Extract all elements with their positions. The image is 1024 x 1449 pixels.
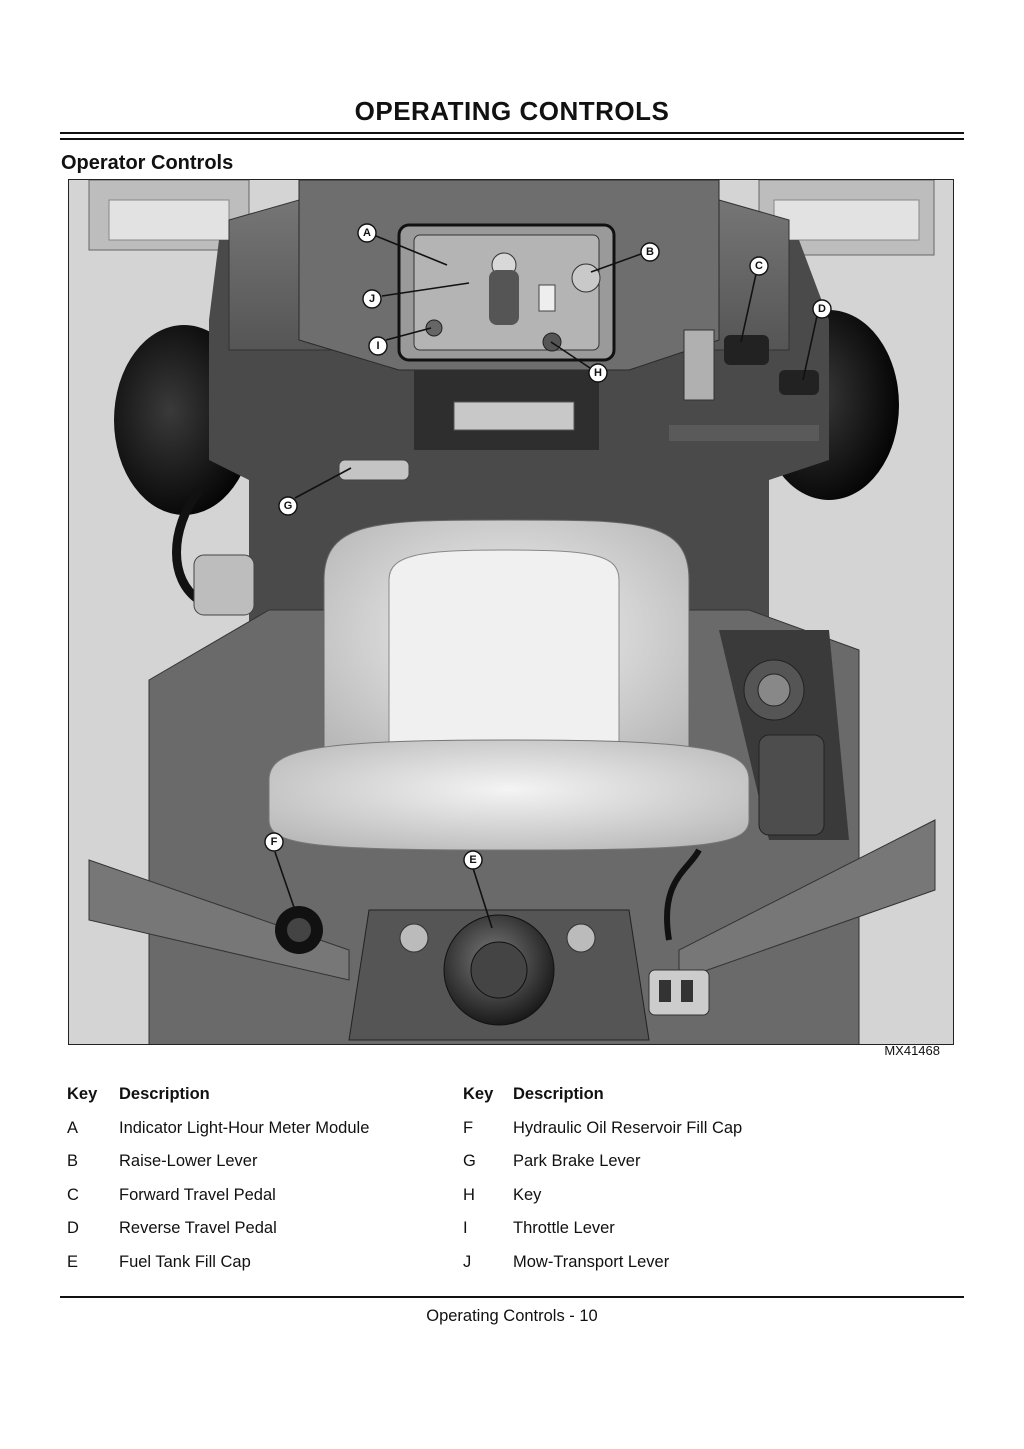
row-key: C	[67, 1185, 79, 1204]
svg-text:F: F	[271, 836, 278, 848]
deck-left	[88, 180, 250, 251]
row-description: Forward Travel Pedal	[119, 1185, 276, 1204]
table-row: D Reverse Travel Pedal I Throttle Lever	[60, 1212, 813, 1246]
mower-illustration: A B C D E F G H I J	[68, 179, 954, 1045]
svg-text:C: C	[755, 260, 763, 272]
row-key: E	[67, 1252, 79, 1271]
callout-i: I	[368, 336, 388, 356]
section-heading: Operator Controls	[61, 152, 234, 174]
row-description: Raise-Lower Lever	[119, 1152, 258, 1171]
header-key-left: Key	[67, 1085, 98, 1104]
svg-text:A: A	[363, 227, 371, 239]
key-table: Key Description Key Description A Indica…	[60, 1078, 813, 1279]
callout-h: H	[588, 363, 608, 383]
svg-text:I: I	[376, 340, 379, 352]
row-key: F	[463, 1118, 474, 1137]
callout-d: D	[812, 299, 832, 319]
row-description: Indicator Light-Hour Meter Module	[119, 1118, 370, 1137]
svg-text:H: H	[594, 367, 602, 379]
row-description: Park Brake Lever	[513, 1152, 641, 1171]
table-row: B Raise-Lower Lever G Park Brake Lever	[60, 1145, 813, 1179]
row-key: G	[463, 1152, 476, 1171]
callout-e: E	[463, 850, 483, 870]
row-description: Reverse Travel Pedal	[119, 1219, 277, 1238]
key-table-header: Key Description Key Description	[60, 1078, 813, 1112]
callout-g: G	[278, 496, 298, 516]
seat-cushion	[268, 739, 750, 851]
row-key: J	[463, 1252, 472, 1271]
footer-rule	[60, 1296, 964, 1298]
row-key: B	[67, 1152, 79, 1171]
row-key: D	[67, 1219, 79, 1238]
row-description: Fuel Tank Fill Cap	[119, 1252, 251, 1271]
header-description-right: Description	[513, 1085, 604, 1104]
svg-text:E: E	[469, 854, 476, 866]
svg-text:B: B	[646, 246, 654, 258]
svg-text:D: D	[818, 303, 826, 315]
svg-text:J: J	[369, 293, 375, 305]
table-row: A Indicator Light-Hour Meter Module F Hy…	[60, 1112, 813, 1146]
callout-f: F	[264, 832, 284, 852]
callout-j: J	[362, 289, 382, 309]
row-description: Hydraulic Oil Reservoir Fill Cap	[513, 1118, 743, 1137]
title-rule-secondary	[60, 138, 964, 140]
callout-leaders	[274, 235, 818, 929]
svg-text:G: G	[284, 500, 293, 512]
callout-b: B	[640, 242, 660, 262]
page-title: OPERATING CONTROLS	[354, 96, 670, 126]
header-key-right: Key	[463, 1085, 494, 1104]
table-row: C Forward Travel Pedal H Key	[60, 1179, 813, 1213]
page-footer: Operating Controls - 10	[426, 1307, 598, 1325]
row-description: Key	[513, 1185, 542, 1204]
callout-a: A	[357, 223, 377, 243]
title-rule	[60, 132, 964, 134]
row-description: Throttle Lever	[513, 1219, 615, 1238]
header-description-left: Description	[119, 1085, 210, 1104]
callout-c: C	[749, 256, 769, 276]
figure-code: MX41468	[884, 1043, 940, 1058]
row-description: Mow-Transport Lever	[513, 1252, 670, 1271]
row-key: I	[463, 1219, 468, 1238]
deck-right	[758, 180, 935, 256]
table-row: E Fuel Tank Fill Cap J Mow-Transport Lev…	[60, 1246, 813, 1280]
row-key: H	[463, 1185, 475, 1204]
row-key: A	[67, 1118, 79, 1137]
